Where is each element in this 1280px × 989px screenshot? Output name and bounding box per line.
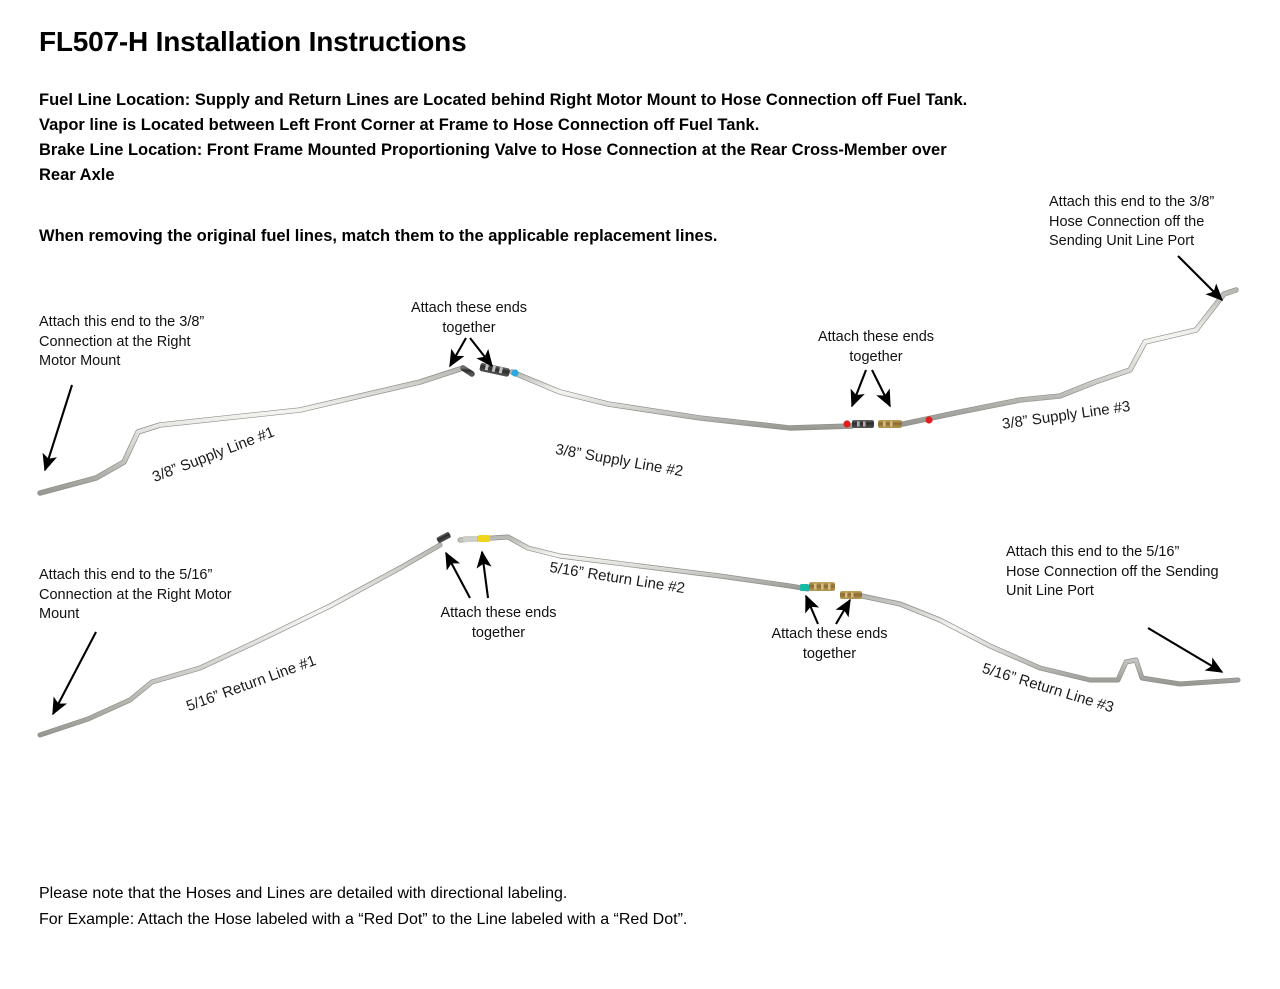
supply-line-3 xyxy=(900,287,1239,427)
intro-line-3: Brake Line Location: Front Frame Mounted… xyxy=(39,141,947,159)
callout-supply-right: Attach this end to the 3/8” Hose Connect… xyxy=(1049,194,1215,249)
supply-line-2 xyxy=(509,369,855,431)
return-line-2-yellow-dot xyxy=(478,535,490,542)
return-line-2-right-fitting xyxy=(809,582,835,591)
arrow-return-right xyxy=(1147,627,1224,673)
supply-line-2-left-fitting xyxy=(479,362,510,377)
arrow-return-mid-2b xyxy=(835,598,851,625)
callout-return-mid-2: Attach these ends together xyxy=(771,626,888,662)
return-line-3 xyxy=(859,593,1241,687)
callout-supply-left: Attach this end to the 3/8” Connection a… xyxy=(39,314,205,369)
supply-line-3-red-dot xyxy=(925,416,933,424)
arrow-supply-right xyxy=(1177,255,1224,302)
intro-line-2: Vapor line is Located between Left Front… xyxy=(39,116,760,134)
supply-line-3-left-fitting xyxy=(878,420,902,428)
callout-return-mid-1: Attach these ends together xyxy=(440,605,557,641)
return-line-3-left-fitting xyxy=(840,591,862,599)
callout-return-right: Attach this end to the 5/16” Hose Connec… xyxy=(1006,544,1219,599)
footer-line-2: For Example: Attach the Hose labeled wit… xyxy=(39,911,688,928)
supply-line-1-end-fitting xyxy=(460,365,475,377)
return-line-2-teal-dot xyxy=(800,584,809,591)
return-line-1-end-fitting xyxy=(436,532,451,544)
pipe-label-supply-line-2: 3/8” Supply Line #2 xyxy=(554,441,685,481)
arrow-return-mid-1b xyxy=(476,550,492,599)
pipe-label-return-line-3: 5/16” Return Line #3 xyxy=(980,660,1116,717)
pipe-label-return-line-1: 5/16” Return Line #1 xyxy=(184,652,319,715)
supply-line-2-right-fitting xyxy=(852,420,874,428)
intro-line-4: Rear Axle xyxy=(39,166,115,184)
match-instruction: When removing the original fuel lines, m… xyxy=(39,227,718,245)
arrow-return-mid-2a xyxy=(805,594,820,625)
arrow-return-left xyxy=(52,631,97,716)
page-title: FL507-H Installation Instructions xyxy=(39,26,467,57)
pipe-label-return-line-2: 5/16” Return Line #2 xyxy=(548,559,687,598)
arrow-supply-mid-1b xyxy=(469,337,493,368)
callout-return-left: Attach this end to the 5/16” Connection … xyxy=(39,567,232,622)
supply-line-2-blue-dot xyxy=(511,369,519,377)
intro-paragraph: Fuel Line Location: Supply and Return Li… xyxy=(39,88,967,188)
arrow-return-mid-1a xyxy=(445,551,471,599)
return-line-2-left-fitting xyxy=(463,536,477,542)
arrow-supply-mid-1a xyxy=(449,337,467,368)
pipe-label-supply-line-1: 3/8” Supply Line #1 xyxy=(150,423,277,486)
arrow-supply-left xyxy=(42,384,74,472)
footer-line-1: Please note that the Hoses and Lines are… xyxy=(39,885,568,902)
callout-supply-mid-2: Attach these ends together xyxy=(817,329,935,365)
arrow-supply-mid-2a xyxy=(850,369,867,408)
pipe-label-supply-line-3: 3/8” Supply Line #3 xyxy=(1001,398,1132,433)
arrow-supply-mid-2b xyxy=(871,369,891,408)
supply-line-2-red-dot xyxy=(843,420,851,428)
footer-note: Please note that the Hoses and Lines are… xyxy=(39,881,687,933)
intro-line-1: Fuel Line Location: Supply and Return Li… xyxy=(39,91,968,109)
callout-supply-mid-1: Attach these ends together xyxy=(410,300,528,336)
